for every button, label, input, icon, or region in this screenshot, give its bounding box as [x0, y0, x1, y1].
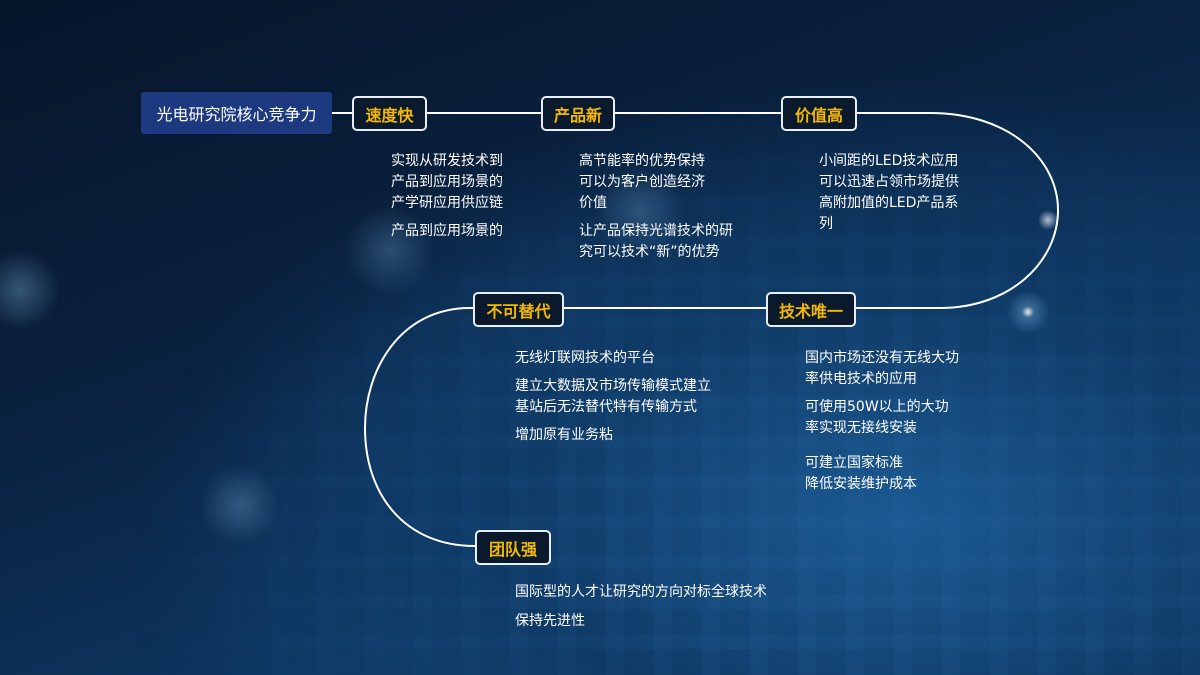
diagram-title: 光电研究院核心竞争力 [141, 92, 332, 134]
desc-paragraph: 可建立国家标准 降低安装维护成本 [805, 455, 917, 492]
desc-high-value: 小间距的LED技术应用 可以迅速占领市场提供 高附加值的LED产品系 列 [819, 151, 959, 242]
desc-paragraph: 产品到应用场景的 [391, 223, 503, 239]
desc-paragraph: 高节能率的优势保持 可以为客户创造经济 价值 [579, 153, 705, 211]
desc-irreplaceable: 无线灯联网技术的平台 建立大数据及市场传输模式建立 基站后无法替代特有传输方式 … [515, 348, 711, 453]
desc-strong-team: 国际型的人才让研究的方向对标全球技术 保持先进性 [515, 582, 767, 639]
desc-paragraph: 小间距的LED技术应用 可以迅速占领市场提供 高附加值的LED产品系 列 [819, 153, 959, 232]
desc-paragraph: 国内市场还没有无线大功 率供电技术的应用 [805, 350, 959, 387]
desc-unique-tech: 国内市场还没有无线大功 率供电技术的应用 可使用50W以上的大功 率实现无接线安… [805, 348, 959, 502]
desc-speed: 实现从研发技术到 产品到应用场景的 产学研应用供应链 产品到应用场景的 [391, 151, 503, 249]
desc-paragraph: 可使用50W以上的大功 率实现无接线安装 [805, 399, 949, 436]
node-unique-tech: 技术唯一 [766, 292, 856, 327]
node-new-product: 产品新 [541, 96, 615, 131]
node-strong-team: 团队强 [475, 530, 551, 565]
node-speed: 速度快 [352, 96, 427, 131]
desc-paragraph: 让产品保持光谱技术的研 究可以技术“新”的优势 [579, 223, 733, 260]
desc-paragraph: 增加原有业务粘 [515, 427, 613, 443]
desc-paragraph: 建立大数据及市场传输模式建立 基站后无法替代特有传输方式 [515, 378, 711, 415]
desc-paragraph: 国际型的人才让研究的方向对标全球技术 [515, 584, 767, 600]
desc-paragraph: 保持先进性 [515, 613, 585, 629]
desc-paragraph: 无线灯联网技术的平台 [515, 350, 655, 366]
desc-paragraph: 实现从研发技术到 产品到应用场景的 产学研应用供应链 [391, 153, 503, 211]
desc-new-product: 高节能率的优势保持 可以为客户创造经济 价值 让产品保持光谱技术的研 究可以技术… [579, 151, 733, 270]
node-high-value: 价值高 [781, 96, 857, 131]
node-irreplaceable: 不可替代 [473, 292, 564, 327]
